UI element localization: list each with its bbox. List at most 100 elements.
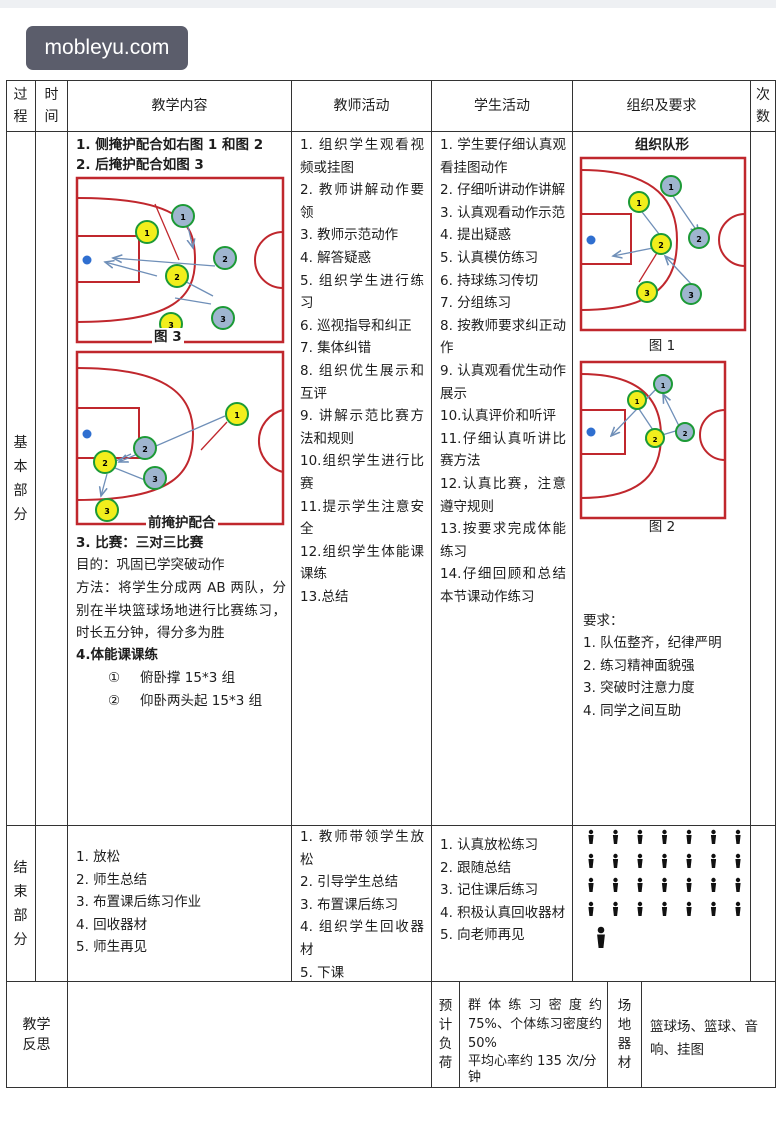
header-count: 次数: [751, 80, 776, 132]
ending-formation: [573, 826, 751, 982]
ending-teacher-item: 2. 引导学生总结: [300, 874, 399, 891]
teacher-activity-item: 9. 讲解示范比赛方法和规则: [300, 408, 424, 447]
drill-2: 仰卧两头起 15*3 组: [140, 693, 263, 709]
teacher-activity-item: 6. 巡视指导和纠正: [300, 317, 412, 334]
basic-content: 1. 侧掩护配合如右图 1 和图 2 2. 后掩护配合如图 3 1 1 2 2 …: [68, 132, 292, 826]
teacher-activity-item: 8. 组织优生展示和互评: [300, 362, 424, 402]
teacher-activity-item: 13.总结: [300, 588, 349, 605]
ending-teacher: 1. 教师带领学生放松 2. 引导学生总结 3. 布置课后练习 4. 组织学生回收器材…: [292, 826, 432, 982]
person-icon: [637, 877, 643, 892]
ending-teacher-item: 1. 教师带领学生放松: [300, 829, 424, 868]
person-icon: [637, 853, 643, 868]
requirement-item: 4. 同学之间互助: [583, 702, 682, 719]
content-line-1: 1. 侧掩护配合如右图 1 和图 2: [76, 137, 264, 153]
basic-time: [36, 132, 68, 826]
figure-1-caption: 图 1: [648, 338, 676, 354]
svg-text:3: 3: [644, 289, 650, 298]
player-defender-2: 2: [213, 246, 237, 270]
svg-text:3: 3: [168, 321, 174, 330]
student-activity-item: 4. 提出疑惑: [440, 227, 512, 244]
person-icon: [686, 829, 692, 844]
load-heart-rate: 平均心率约 135 次/分钟: [468, 1054, 597, 1085]
front-player-defender-2: 2: [133, 436, 157, 460]
svg-text:1: 1: [635, 398, 640, 406]
teacher-activity-item: 5. 组织学生进行练习: [300, 272, 424, 312]
teacher-activity-item: 7. 集体纠错: [300, 340, 372, 357]
ending-teacher-item: 5. 下课: [300, 964, 345, 981]
svg-text:1: 1: [180, 213, 186, 222]
person-icon: [588, 853, 594, 868]
ending-student-item: 3. 记住课后练习: [440, 882, 539, 899]
teacher-activity-item: 3. 教师示范动作: [300, 227, 399, 244]
ending-teacher-list: 1. 教师带领学生放松 2. 引导学生总结 3. 布置课后练习 4. 组织学生回收器材…: [300, 826, 424, 984]
person-icon: [588, 877, 594, 892]
requirement-item: 3. 突破时注意力度: [583, 680, 695, 697]
fig2-defender-2: 2: [675, 422, 695, 442]
person-icon: [637, 901, 643, 916]
front-player-attacker-2: 2: [93, 450, 117, 474]
teacher-activity-item: 10.组织学生进行比赛: [300, 453, 424, 492]
player-defender-3: 3: [211, 306, 235, 330]
fig1-defender-1: 1: [660, 175, 682, 197]
ending-teacher-item: 3. 布置课后练习: [300, 896, 399, 913]
svg-text:2: 2: [653, 436, 658, 444]
student-activity-item: 9. 认真观看优生动作展示: [440, 362, 566, 402]
person-icon: [686, 901, 692, 916]
front-player-defender-3: 3: [143, 466, 167, 490]
student-activity-item: 7. 分组练习: [440, 295, 512, 312]
ending-student-item: 4. 积极认真回收器材: [440, 904, 566, 921]
student-activity-item: 6. 持球练习传切: [440, 272, 539, 289]
figure-2-caption: 图 2: [648, 519, 676, 535]
fig1-attacker-3: 3: [636, 281, 658, 303]
figure-2-diagram: 1 1 2 2: [579, 360, 727, 520]
teacher-activity-item: 11.提示学生注意安全: [300, 498, 424, 538]
student-activity-item: 11.仔细认真听讲比赛方法: [440, 430, 566, 470]
person-icon: [661, 829, 668, 844]
person-icon: [661, 901, 668, 916]
svg-text:3: 3: [688, 291, 694, 300]
svg-text:2: 2: [696, 235, 702, 244]
fig1-defender-2: 2: [688, 227, 710, 249]
ending-student-item: 5. 向老师再见: [440, 927, 525, 944]
ending-teacher-item: 4. 组织学生回收器材: [300, 919, 424, 958]
drill-1-mark: ①: [108, 670, 121, 686]
header-student: 学生活动: [432, 80, 573, 132]
figure-1-diagram: 1 1 2 2 3 3: [579, 156, 747, 332]
basic-label: 基本部分: [6, 132, 36, 826]
ending-content-item: 1. 放松: [76, 849, 121, 865]
ending-time: [36, 826, 68, 982]
reflection-label: 教学反思: [6, 982, 68, 1088]
svg-text:1: 1: [636, 199, 642, 208]
student-activity-item: 13.按要求完成体能练习: [440, 521, 566, 560]
teacher-activity-item: 12.组织学生体能课课练: [300, 543, 424, 583]
header-teacher: 教师活动: [292, 80, 432, 132]
load-label: 预计负荷: [432, 982, 460, 1088]
front-screen-caption: 前掩护配合: [146, 514, 218, 532]
drill-2-mark: ②: [108, 693, 121, 709]
person-icon: [612, 853, 619, 868]
content-goal: 目的：巩固已学突破动作: [76, 557, 225, 573]
drill-1: 俯卧撑 15*3 组: [140, 670, 236, 686]
player-defender-1: 1: [171, 204, 195, 228]
person-icon: [612, 901, 619, 916]
person-icon: [686, 853, 692, 868]
teacher-icon: [597, 926, 605, 948]
svg-text:3: 3: [104, 507, 110, 516]
reflection-body: [68, 982, 432, 1088]
ending-student-item: 1. 认真放松练习: [440, 837, 539, 853]
student-activity-item: 1. 学生要仔细认真观看挂图动作: [440, 137, 566, 176]
person-icon: [710, 829, 717, 844]
person-icon: [686, 877, 692, 892]
teacher-activity-item: 1. 组织学生观看视频或挂图: [300, 137, 424, 176]
svg-text:2: 2: [683, 430, 688, 438]
fig1-attacker-2: 2: [650, 233, 672, 255]
svg-text:1: 1: [668, 183, 674, 192]
person-icon: [637, 829, 643, 844]
load-value: 群体练习密度约 75%、个体练习密度约 50% 平均心率约 135 次/分钟: [460, 982, 608, 1088]
